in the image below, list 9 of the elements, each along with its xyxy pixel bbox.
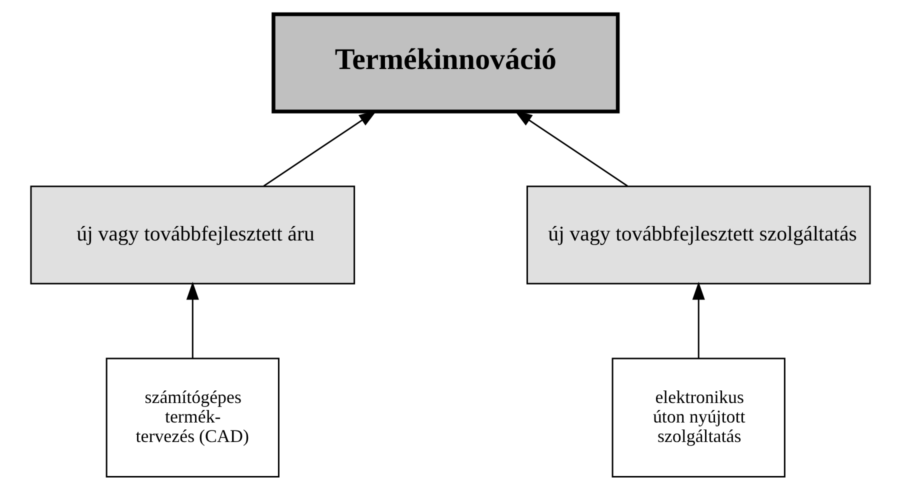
node-box: elektronikus úton nyújtott szolgáltatás: [612, 358, 786, 478]
arrow: [514, 110, 628, 187]
arrow: [186, 282, 199, 358]
node-box: Termékinnováció: [272, 12, 620, 114]
node-box: új vagy továbbfejlesztett szolgáltatás: [526, 186, 871, 284]
node-box: új vagy továbbfejlesztett áru: [30, 186, 356, 284]
arrow: [263, 110, 377, 187]
arrow: [692, 282, 705, 358]
node-box: számítógépes termék- tervezés (CAD): [106, 358, 280, 478]
